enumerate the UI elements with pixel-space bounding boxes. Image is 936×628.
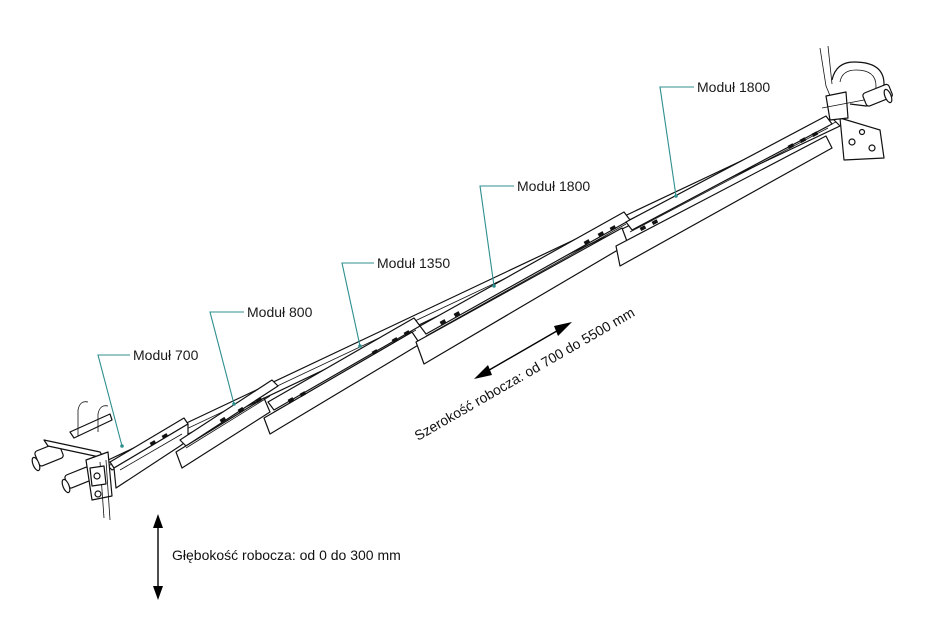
machine-body <box>31 45 893 521</box>
arrow-head-up-icon <box>153 514 163 528</box>
right-end-assembly <box>819 45 893 161</box>
module-label-1800-a: Moduł 1800 <box>517 178 590 194</box>
module-label-800: Moduł 800 <box>247 304 313 320</box>
module-700-plate <box>109 417 189 489</box>
callout-module-1350: Moduł 1350 <box>341 255 450 348</box>
working-depth-dimension: Głębokość robocza: od 0 do 300 mm <box>153 514 401 600</box>
module-label-700: Moduł 700 <box>133 347 199 363</box>
callout-module-700: Moduł 700 <box>97 347 199 448</box>
module-1800-plate-a <box>415 211 631 365</box>
callout-module-1800-b: Moduł 1800 <box>659 79 770 198</box>
callout-module-1800-a: Moduł 1800 <box>479 178 590 288</box>
arrow-head-left-icon <box>474 365 492 379</box>
arrow-head-down-icon <box>153 586 163 600</box>
module-label-1800-b: Moduł 1800 <box>697 79 770 95</box>
module-label-1350: Moduł 1350 <box>377 255 450 271</box>
callout-module-800: Moduł 800 <box>209 304 313 406</box>
working-depth-label: Głębokość robocza: od 0 do 300 mm <box>172 547 401 563</box>
module-1800-plate-b <box>615 115 833 267</box>
left-end-assembly <box>31 401 113 521</box>
module-800-plate <box>175 379 279 469</box>
module-callouts: Moduł 700 Moduł 800 Moduł 1350 Moduł 180… <box>97 79 770 448</box>
arrow-head-right-icon <box>554 322 572 336</box>
